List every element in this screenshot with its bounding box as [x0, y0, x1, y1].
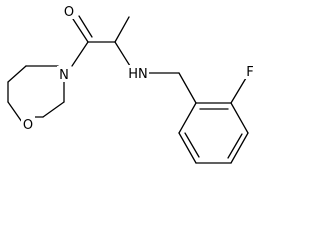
bond-ring-fluorine: [230, 77, 247, 104]
bond-carbonyl-double-1: [72, 18, 89, 43]
amine-label: HN: [128, 67, 148, 82]
carbonyl-oxygen-bg: [62, 3, 76, 19]
bond-benzyl-ring: [178, 72, 197, 104]
morpholine-nitrogen-bg: [57, 66, 71, 82]
bond-ring-inner-2: [227, 133, 243, 159]
bond-morpholine-4: [7, 101, 23, 123]
bond-alpha-methyl: [114, 16, 130, 43]
structural-formula: O N O HN F: [7, 3, 257, 164]
atom-labels: O N O HN F: [21, 3, 257, 133]
bond-carbonyl-morpholine-n: [71, 41, 89, 67]
fluorine-bg: [244, 63, 257, 79]
bond-morpholine-2: [42, 101, 65, 118]
bond-carbonyl-double-2: [78, 15, 93, 38]
bonds: [7, 15, 249, 164]
bond-ring-3: [230, 132, 249, 164]
amine-bg: [127, 65, 149, 81]
bond-alpha-amine: [114, 41, 131, 67]
bond-ring-inner-3: [184, 132, 200, 158]
morpholine-nitrogen-label: N: [59, 68, 69, 83]
bond-morpholine-6: [7, 65, 27, 83]
bond-ring-5: [178, 132, 197, 164]
morpholine-oxygen-label: O: [23, 118, 33, 133]
bond-ring-2: [230, 102, 249, 134]
morpholine-oxygen-bg: [21, 116, 35, 132]
carbonyl-oxygen-label: O: [64, 5, 74, 20]
fluorine-label: F: [246, 65, 253, 80]
bond-ring-6: [178, 102, 197, 134]
